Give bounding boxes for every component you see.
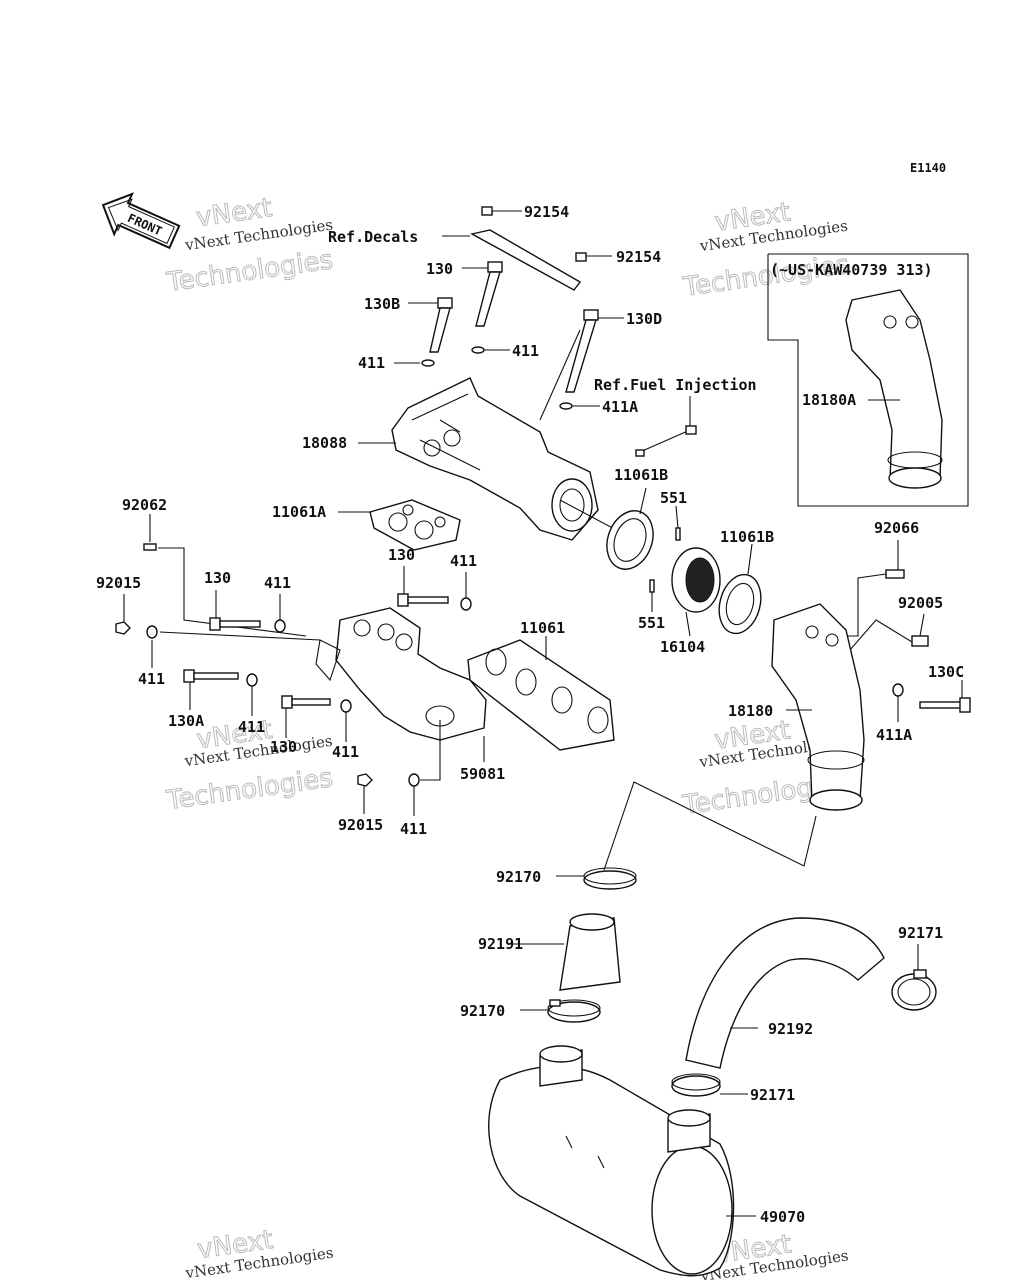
label-411-e: 411 — [332, 743, 359, 761]
label-411-mid: 411 — [450, 552, 477, 570]
label-92191: 92191 — [478, 935, 523, 953]
bolt-130B — [429, 297, 453, 353]
label-411A-bot: 411A — [876, 726, 912, 744]
screw-92154-b — [575, 252, 587, 262]
label-ref-fuel-injection: Ref.Fuel Injection — [594, 376, 757, 394]
label-92015-b: 92015 — [338, 816, 383, 834]
label-130C: 130C — [928, 663, 964, 681]
front-arrow-icon: FRONT — [101, 192, 181, 250]
hose-92191 — [559, 913, 621, 991]
bolt-130-mid — [397, 593, 449, 607]
washer-411-b — [146, 625, 158, 639]
bolt-130C — [919, 697, 971, 713]
label-411-top-right: 411 — [512, 342, 539, 360]
bolt-130D — [565, 309, 599, 393]
gasket-11061B-a — [606, 510, 654, 570]
label-411-f: 411 — [400, 820, 427, 838]
inset-note: (~US-KAW40739 313) — [770, 261, 933, 279]
pin-551-b — [649, 579, 655, 593]
label-411-b: 411 — [138, 670, 165, 688]
label-130-low: 130 — [270, 738, 297, 756]
label-130A: 130A — [168, 712, 204, 730]
label-49070: 49070 — [760, 1208, 805, 1226]
bolt-130-low — [281, 695, 331, 709]
label-130-mid-left: 130 — [204, 569, 231, 587]
label-130-top: 130 — [426, 260, 453, 278]
inset-box — [767, 253, 969, 507]
label-92015-a: 92015 — [96, 574, 141, 592]
pin-551-a — [675, 527, 681, 541]
label-11061A: 11061A — [272, 503, 326, 521]
valve-16104 — [671, 547, 721, 613]
stud-92062 — [143, 543, 157, 551]
label-ref-decals: Ref.Decals — [328, 228, 418, 246]
clamp-92170-a — [583, 867, 637, 890]
decal-plate — [470, 229, 582, 291]
label-92005: 92005 — [898, 594, 943, 612]
watermark-bottom-left: vNext Technologies vNext — [183, 1224, 334, 1280]
label-130D: 130D — [626, 310, 662, 328]
bolt-130-mid-left — [209, 617, 261, 631]
washer-411-top-right — [471, 346, 485, 354]
muffler-49070 — [488, 1045, 735, 1277]
washer-411-e — [340, 699, 352, 713]
pipe-18180 — [771, 603, 865, 811]
clamp-92171-b — [671, 1073, 721, 1097]
label-11061: 11061 — [520, 619, 565, 637]
bolt-130-top — [475, 261, 503, 327]
fitting-92005 — [911, 635, 929, 647]
nut-92015-b — [357, 773, 373, 787]
stud-92066 — [885, 569, 905, 579]
bolt-130A — [183, 669, 239, 683]
label-551-a: 551 — [660, 489, 687, 507]
label-18180: 18180 — [728, 702, 773, 720]
label-59081: 59081 — [460, 765, 505, 783]
svg-text:Technologies: Technologies — [164, 763, 335, 816]
screw-92154-a — [481, 206, 493, 216]
label-92154-a: 92154 — [524, 203, 569, 221]
label-18180A: 18180A — [802, 391, 856, 409]
washer-411-top-left — [421, 359, 435, 367]
diagram-code: E1140 — [910, 161, 946, 175]
clamp-92170-b — [547, 999, 601, 1023]
pipe-18180A — [845, 289, 943, 489]
label-92154-b: 92154 — [616, 248, 661, 266]
washer-411-d — [246, 673, 258, 687]
label-551-b: 551 — [638, 614, 665, 632]
washer-411A-top — [559, 402, 573, 410]
label-16104: 16104 — [660, 638, 705, 656]
watermark-top-right: vNext Technologies vNext Technologies — [680, 197, 852, 303]
label-92066: 92066 — [874, 519, 919, 537]
label-92171-a: 92171 — [898, 924, 943, 942]
nut-92015-a — [115, 621, 131, 635]
label-411-c: 411 — [264, 574, 291, 592]
label-11061B-a: 11061B — [614, 466, 668, 484]
washer-411-f — [408, 773, 420, 787]
label-92171-b: 92171 — [750, 1086, 795, 1104]
label-92170-a: 92170 — [496, 868, 541, 886]
label-411-top-left: 411 — [358, 354, 385, 372]
label-130B: 130B — [364, 295, 400, 313]
clamp-92171-a — [891, 969, 937, 1011]
label-411A-top: 411A — [602, 398, 638, 416]
hose-92192 — [685, 917, 885, 1069]
label-92192: 92192 — [768, 1020, 813, 1038]
label-18088: 18088 — [302, 434, 347, 452]
washer-411-c — [274, 619, 286, 633]
exhaust-manifold-59081 — [315, 607, 487, 741]
washer-411A-bot — [892, 683, 904, 697]
watermark-top-left: vNext Technologies vNext Technologies — [164, 193, 336, 299]
washer-411-mid — [460, 597, 472, 611]
label-130-mid: 130 — [388, 546, 415, 564]
gasket-11061A — [369, 499, 461, 551]
label-92062: 92062 — [122, 496, 167, 514]
water-box-18088 — [391, 377, 651, 549]
label-92170-b: 92170 — [460, 1002, 505, 1020]
sensor-fuel-injection — [635, 425, 697, 457]
gasket-11061B-b — [718, 573, 762, 635]
gasket-11061 — [467, 639, 615, 751]
label-411-d: 411 — [238, 718, 265, 736]
label-11061B-b: 11061B — [720, 528, 774, 546]
